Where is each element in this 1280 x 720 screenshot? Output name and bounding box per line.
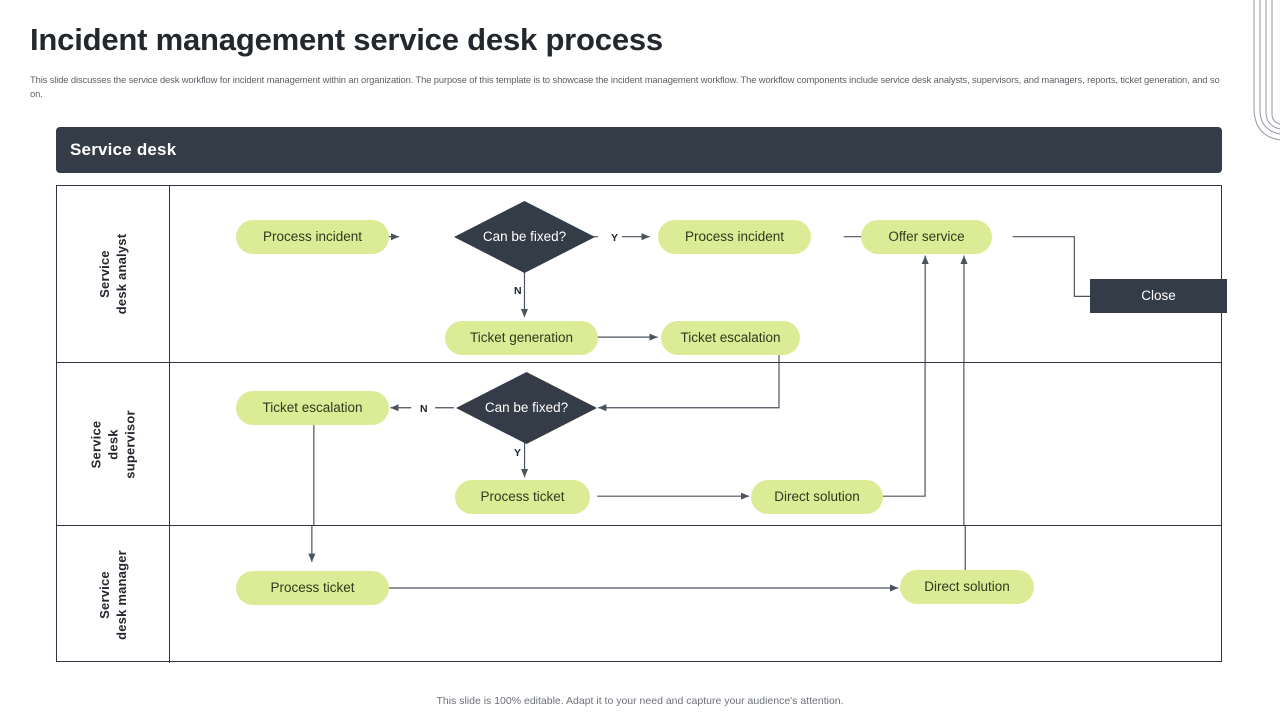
lane-header-label: Service desk manager xyxy=(97,549,129,640)
diamond-shape-icon xyxy=(456,372,597,444)
lane-header-service-desk-supervisor: Service desk supervisor xyxy=(57,363,170,525)
node-manager-direct-solution[interactable]: Direct solution xyxy=(900,570,1034,604)
node-analyst-process-incident-2[interactable]: Process incident xyxy=(658,220,811,254)
swimlane-service-desk-manager: Service desk manager Process ticket xyxy=(57,526,1221,663)
swimlane-service-desk-analyst: Service desk analyst xyxy=(57,186,1227,363)
node-analyst-close[interactable]: Close xyxy=(1090,279,1227,313)
swimlane-service-desk-supervisor: Service desk supervisor xyxy=(57,363,1221,526)
edge-label-supervisor-no: N xyxy=(420,403,428,415)
node-label: Direct solution xyxy=(774,489,860,505)
node-label: Ticket generation xyxy=(469,330,574,346)
node-label: Ticket escalation xyxy=(262,400,363,416)
node-label: Process incident xyxy=(684,229,785,245)
lane-header-label: Service desk analyst xyxy=(96,233,129,315)
lane-2-connectors xyxy=(313,363,965,525)
node-label: Process incident xyxy=(262,229,363,245)
node-label: Close xyxy=(1141,288,1176,304)
node-analyst-process-incident-1[interactable]: Process incident xyxy=(236,220,389,254)
node-supervisor-ticket-escalation[interactable]: Ticket escalation xyxy=(236,391,389,425)
node-analyst-offer-service[interactable]: Offer service xyxy=(861,220,992,254)
page-title: Incident management service desk process xyxy=(30,22,663,57)
node-analyst-can-be-fixed[interactable]: Can be fixed? xyxy=(454,201,595,273)
section-banner: Service desk xyxy=(56,127,1222,173)
node-label: Process ticket xyxy=(270,580,355,596)
lane-header-service-desk-analyst: Service desk analyst xyxy=(57,186,170,362)
node-analyst-ticket-generation[interactable]: Ticket generation xyxy=(445,321,598,355)
footer-note: This slide is 100% editable. Adapt it to… xyxy=(436,695,844,707)
lane-header-service-desk-manager: Service desk manager xyxy=(57,526,170,663)
section-banner-label: Service desk xyxy=(70,140,177,159)
edge-label-supervisor-yes: Y xyxy=(514,447,522,459)
node-label: Can be fixed? xyxy=(484,400,569,416)
page-subtitle: This slide discusses the service desk wo… xyxy=(30,74,1220,99)
node-label: Ticket escalation xyxy=(680,330,781,346)
node-supervisor-can-be-fixed[interactable]: Can be fixed? xyxy=(456,372,597,444)
swimlane-diagram: Service desk analyst xyxy=(56,185,1227,663)
node-analyst-ticket-escalation[interactable]: Ticket escalation xyxy=(661,321,800,355)
node-label: Offer service xyxy=(888,229,965,245)
lane-body-service-desk-analyst: Process incident Can be fixed? Y Process… xyxy=(170,186,1227,362)
edge-label-analyst-no: N xyxy=(514,285,522,297)
node-label: Process ticket xyxy=(480,489,565,505)
diamond-shape-icon xyxy=(454,201,595,273)
corner-decoration xyxy=(1240,0,1280,150)
node-supervisor-process-ticket[interactable]: Process ticket xyxy=(455,480,590,514)
node-supervisor-direct-solution[interactable]: Direct solution xyxy=(751,480,883,514)
node-label: Direct solution xyxy=(924,579,1010,595)
node-manager-process-ticket[interactable]: Process ticket xyxy=(236,571,389,605)
lane-body-service-desk-manager: Process ticket Direct solution xyxy=(170,526,1221,663)
lane-body-service-desk-supervisor: Ticket escalation N Can be fixed? Y Proc… xyxy=(170,363,1221,525)
lane-header-label: Service desk supervisor xyxy=(88,409,138,479)
edge-label-analyst-yes: Y xyxy=(611,232,619,244)
node-label: Can be fixed? xyxy=(482,229,567,245)
